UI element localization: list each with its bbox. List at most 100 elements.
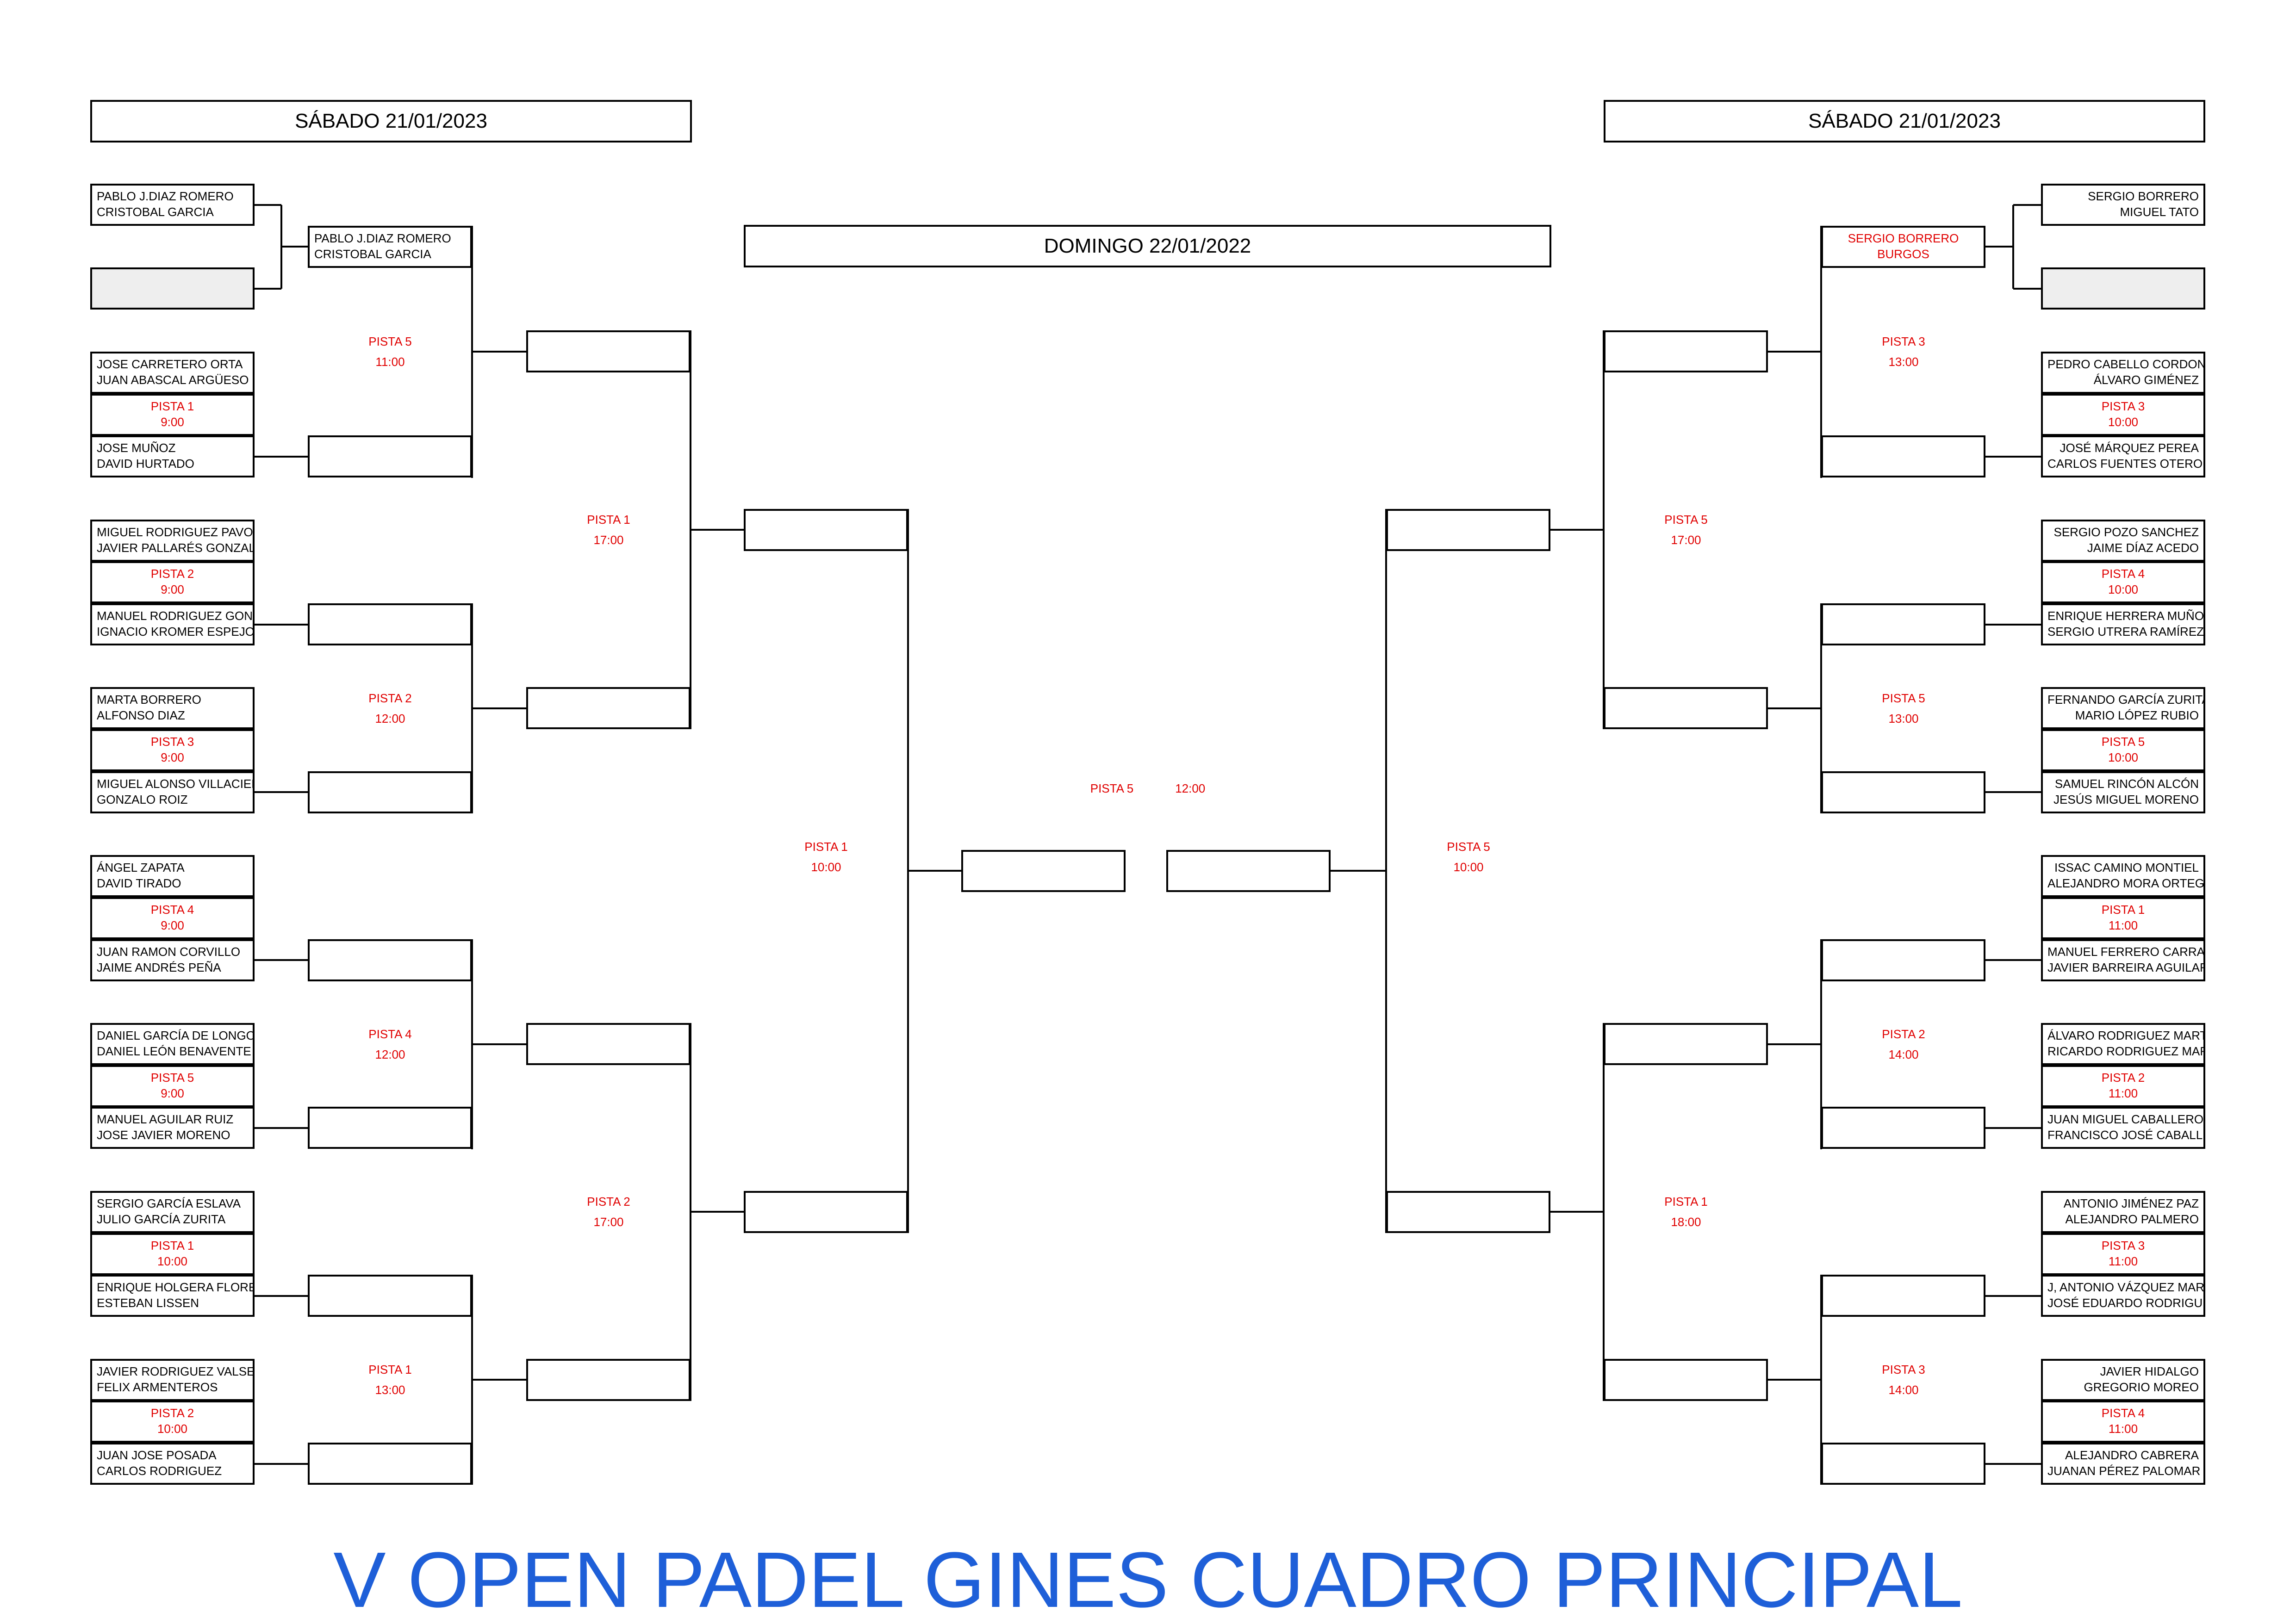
left-r2-slot xyxy=(308,435,472,477)
player-name: ALEJANDRO CABRERA xyxy=(2065,1448,2199,1462)
bracket-line xyxy=(908,870,961,872)
left-r2-slot xyxy=(308,1443,472,1485)
bracket-line xyxy=(1985,1463,2041,1465)
schedule-text: 10:00 xyxy=(2108,415,2139,429)
bracket-line xyxy=(1985,791,2041,793)
player-name: RICARDO RODRIGUEZ MARTIN xyxy=(2047,1044,2203,1058)
schedule-text: 18:00 xyxy=(1671,1215,1701,1229)
bracket-line xyxy=(1385,509,1387,1233)
schedule-text: PISTA 1 xyxy=(587,513,630,527)
player-name: ÁLVARO RODRIGUEZ MARTIN xyxy=(2047,1029,2205,1042)
schedule-text: PISTA 2 xyxy=(368,691,412,705)
left-r2-slot xyxy=(308,939,472,981)
schedule-text: PISTA 5 xyxy=(150,1071,194,1085)
player-name: JAVIER BARREIRA AGUILAR xyxy=(2047,961,2205,974)
schedule-text: PISTA 2 xyxy=(587,1195,630,1209)
schedule-text: 17:00 xyxy=(593,1215,624,1229)
player-name: JOSE JAVIER MORENO xyxy=(97,1128,230,1142)
schedule-text: PISTA 3 xyxy=(1882,335,1925,348)
player-name: JUAN JOSE POSADA xyxy=(97,1448,217,1462)
right-r2-slot xyxy=(1821,771,1985,813)
player-name: JESÚS MIGUEL MORENO xyxy=(2053,793,2199,806)
player-name: FERNANDO GARCÍA ZURITA xyxy=(2047,693,2205,707)
left-r3-slot xyxy=(526,330,691,372)
bracket-line xyxy=(255,1463,308,1465)
player-name: MARIO LÓPEZ RUBIO xyxy=(2075,708,2199,722)
schedule-text: 11:00 xyxy=(2108,1422,2138,1436)
bracket-line xyxy=(1550,529,1604,531)
player-name: ENRIQUE HERRERA MUÑOZ xyxy=(2047,609,2205,623)
right-r2-slot xyxy=(1821,603,1985,645)
bracket-line xyxy=(1820,939,1822,1149)
bracket-line xyxy=(472,707,526,709)
right-r4-slot xyxy=(1386,1191,1550,1233)
schedule-text: PISTA 1 xyxy=(2101,903,2145,917)
bracket-line xyxy=(1603,330,1605,729)
bracket-line xyxy=(1550,1211,1604,1213)
right-r2-slot xyxy=(1821,939,1985,981)
right-r4-slot xyxy=(1386,509,1550,551)
header-right-saturday: SÁBADO 21/01/2023 xyxy=(1604,100,2205,143)
right-r1-team-bottom: J, ANTONIO VÁZQUEZ MARTOSJOSÉ EDUARDO RO… xyxy=(2041,1275,2205,1317)
bracket-line xyxy=(2013,288,2041,290)
schedule-text: 9:00 xyxy=(161,415,184,429)
left-r1-schedule: PISTA 1 9:00 xyxy=(90,394,255,436)
player-name: JAVIER PALLARÉS GONZALEZ xyxy=(97,541,255,555)
bracket-line xyxy=(1768,1379,1821,1381)
left-r2-slot xyxy=(308,771,472,813)
bracket-line xyxy=(1820,603,1822,813)
schedule-text: 11:00 xyxy=(2108,1254,2138,1268)
schedule-text: 9:00 xyxy=(161,750,184,764)
player-name: DANIEL LEÓN BENAVENTE xyxy=(97,1044,251,1058)
schedule-text: PISTA 3 xyxy=(150,735,194,749)
final-time: 12:00 xyxy=(1175,781,1206,795)
player-name: JOSE MUÑOZ xyxy=(97,441,176,455)
player-name: SERGIO GARCÍA ESLAVA xyxy=(97,1196,241,1210)
schedule-text: 9:00 xyxy=(161,583,184,596)
schedule-text: PISTA 2 xyxy=(150,1406,194,1420)
right-r2-slot xyxy=(1821,1275,1985,1317)
player-name: JAIME ANDRÉS PEÑA xyxy=(97,961,221,974)
player-name: MANUEL FERRERO CARRASCO xyxy=(2047,945,2205,959)
player-name: MANUEL RODRIGUEZ GONZ xyxy=(97,609,255,623)
player-name: JOSÉ EDUARDO RODRIGUEZ xyxy=(2047,1296,2205,1310)
right-r3-slot xyxy=(1604,1023,1768,1065)
player-name: PABLO J.DIAZ ROMERO xyxy=(97,189,234,203)
bracket-line xyxy=(2013,204,2041,206)
bracket-line xyxy=(691,1211,744,1213)
player-name: ÁNGEL ZAPATA xyxy=(97,861,185,874)
bracket-line xyxy=(691,529,744,531)
schedule-text: 13:00 xyxy=(1888,712,1919,725)
right-r1-bye-slot xyxy=(2041,267,2205,310)
bracket-line xyxy=(472,1043,526,1045)
schedule-text: 9:00 xyxy=(161,1086,184,1100)
player-name: JAVIER HIDALGO xyxy=(2100,1364,2199,1378)
schedule-text: PISTA 1 xyxy=(150,399,194,413)
schedule-text: SERGIO BORRERO xyxy=(1848,231,1959,245)
schedule-text: PISTA 5 xyxy=(1447,840,1490,854)
